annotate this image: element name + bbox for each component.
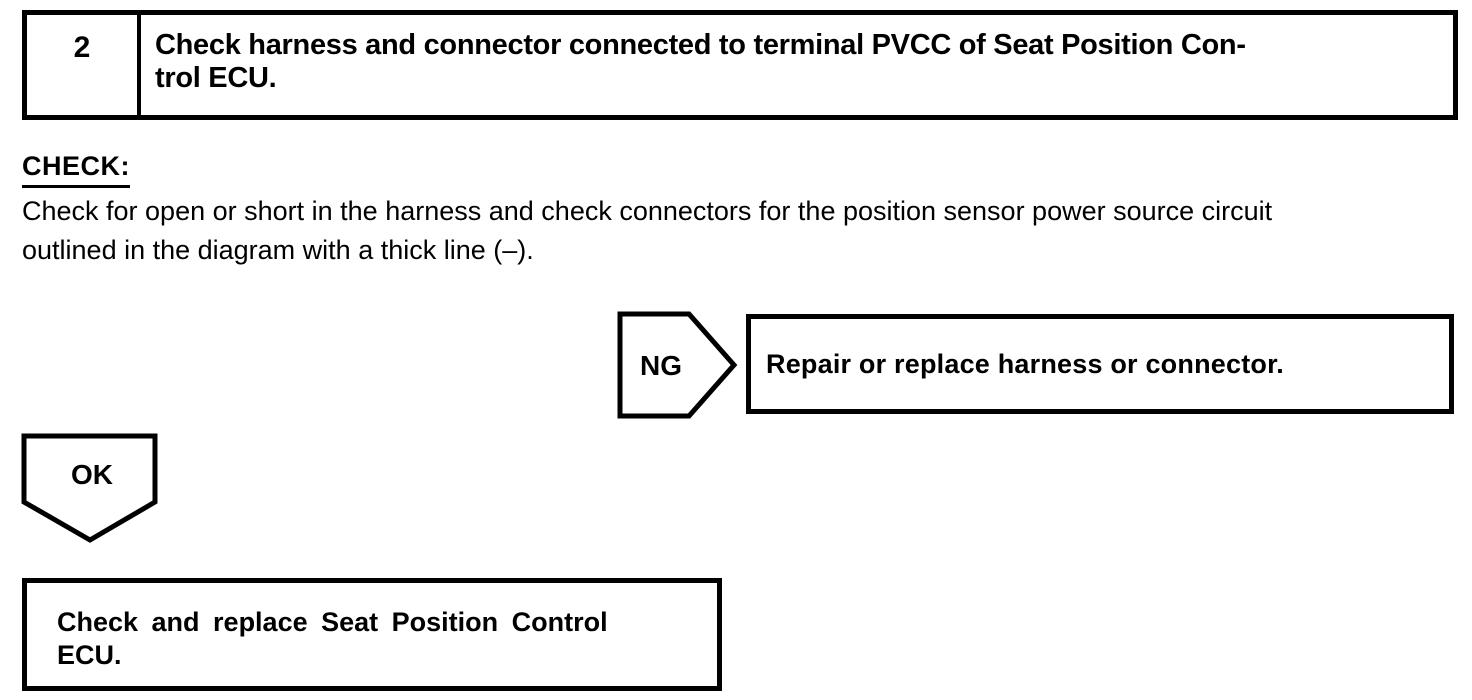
step-number: 2 bbox=[27, 15, 141, 115]
check-body: Check for open or short in the harness a… bbox=[22, 192, 1272, 270]
ng-pentagon-shape bbox=[617, 311, 738, 419]
ng-label: NG bbox=[640, 350, 682, 381]
check-body-line2: outlined in the diagram with a thick lin… bbox=[22, 235, 534, 265]
ok-result-line1: Check and replace Seat Position Control bbox=[57, 607, 608, 637]
step-header-box: 2 Check harness and connector connected … bbox=[22, 10, 1458, 120]
ok-pentagon-shape bbox=[21, 433, 158, 543]
step-title-line1: Check harness and connector connected to… bbox=[155, 29, 1246, 61]
check-heading: CHECK: bbox=[22, 151, 130, 188]
ok-label: OK bbox=[71, 459, 113, 490]
ng-connector-arrow: NG bbox=[617, 311, 738, 419]
ok-connector-arrow: OK bbox=[21, 433, 158, 543]
ok-result-box: Check and replace Seat Position Control … bbox=[22, 578, 722, 691]
step-title: Check harness and connector connected to… bbox=[141, 15, 1453, 115]
ng-action-box: Repair or replace harness or connector. bbox=[746, 314, 1454, 414]
ng-action-text: Repair or replace harness or connector. bbox=[766, 348, 1284, 379]
ok-result-line2: ECU. bbox=[57, 640, 122, 670]
check-body-line1: Check for open or short in the harness a… bbox=[22, 196, 1273, 226]
step-title-line2: trol ECU. bbox=[155, 62, 277, 94]
